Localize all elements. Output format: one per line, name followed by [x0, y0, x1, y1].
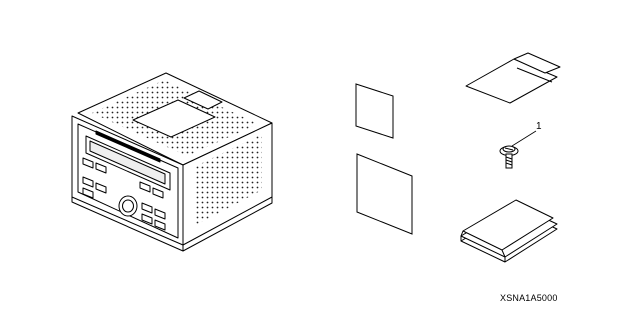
audio-unit [71, 72, 273, 252]
manual [460, 199, 558, 263]
preset-buttons [82, 157, 166, 231]
sticker-large [356, 153, 413, 235]
vent-holes-side [196, 134, 262, 225]
bag [465, 52, 561, 104]
screw [499, 130, 537, 169]
callout-label-1: 1 [536, 121, 542, 132]
callout-leader [511, 130, 537, 147]
sticker-small [355, 83, 394, 139]
audio-unit-label-plate [132, 99, 216, 138]
diagram-code: XSNA1A5000 [500, 293, 558, 303]
cd-slot [95, 130, 161, 163]
